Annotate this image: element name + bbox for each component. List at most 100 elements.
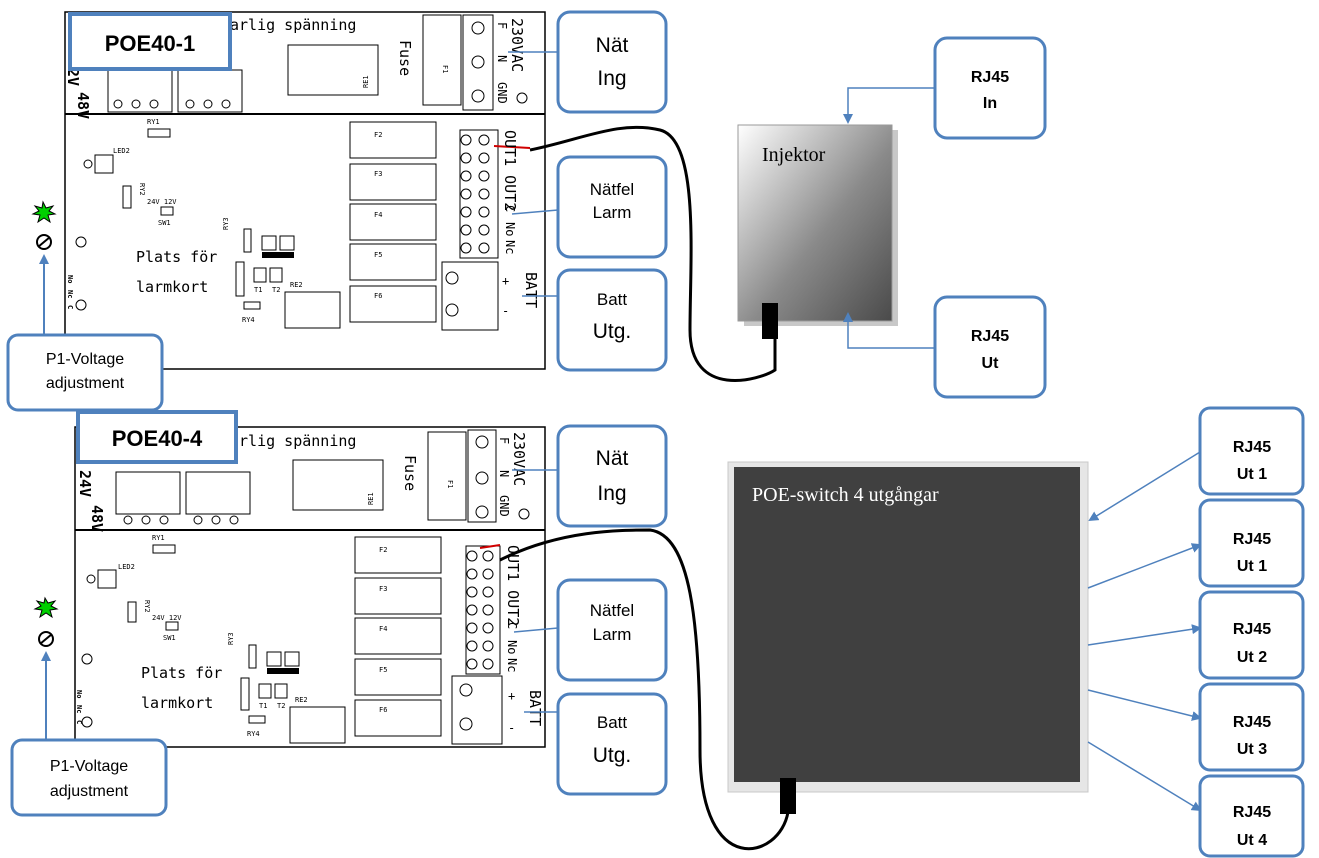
svg-text:T2: T2 bbox=[277, 702, 285, 710]
svg-text:Nc: Nc bbox=[505, 658, 519, 672]
svg-text:+: + bbox=[502, 274, 509, 288]
svg-text:P1-Voltage: P1-Voltage bbox=[46, 351, 124, 368]
arrow-rj45-ut2 bbox=[1087, 624, 1202, 646]
svg-text:F: F bbox=[497, 437, 511, 444]
svg-text:Nc: Nc bbox=[503, 240, 517, 254]
svg-text:arlig spänning: arlig spänning bbox=[230, 432, 356, 450]
svg-text:F1: F1 bbox=[446, 480, 454, 488]
svg-text:T2: T2 bbox=[272, 286, 280, 294]
svg-text:24V 12V: 24V 12V bbox=[152, 614, 182, 622]
svg-text:RE2: RE2 bbox=[295, 696, 308, 704]
svg-text:F6: F6 bbox=[374, 292, 382, 300]
svg-text:RJ45: RJ45 bbox=[1233, 531, 1271, 548]
pcb-board-2: arlig spänning RE1 F1 Fuse 230VAC F N GN… bbox=[74, 426, 546, 748]
callout-rj45-ut1a: RJ45 Ut 1 bbox=[1198, 406, 1305, 496]
poe-switch-label: POE-switch 4 utgångar bbox=[752, 484, 939, 506]
svg-text:SW1: SW1 bbox=[158, 219, 171, 227]
svg-text:24V 12V: 24V 12V bbox=[147, 198, 177, 206]
svg-text:No: No bbox=[66, 275, 74, 283]
model-label-2: POE40-4 bbox=[112, 426, 203, 451]
callout-rj45-ut3: RJ45 Ut 3 bbox=[1198, 682, 1305, 772]
svg-text:2V: 2V bbox=[64, 68, 82, 86]
callout-p1-voltage-2: P1-Voltage adjustment bbox=[10, 738, 168, 817]
svg-text:Nätfel: Nätfel bbox=[590, 601, 634, 620]
svg-text:RE1: RE1 bbox=[367, 492, 375, 505]
pcb-board-1: arlig spänning RE1 F1 Fuse 230VAC F N GN… bbox=[64, 11, 546, 370]
callout-rj45-ut4: RJ45 Ut 4 bbox=[1198, 774, 1305, 858]
arrow-natfel-1 bbox=[511, 209, 559, 215]
svg-text:Ut 3: Ut 3 bbox=[1237, 741, 1267, 758]
rj45-plug-icon bbox=[780, 778, 796, 814]
svg-text:RY4: RY4 bbox=[247, 730, 260, 738]
svg-text:F3: F3 bbox=[374, 170, 382, 178]
svg-text:Batt: Batt bbox=[597, 290, 628, 309]
svg-text:F5: F5 bbox=[379, 666, 387, 674]
svg-text:-: - bbox=[508, 721, 515, 735]
injector-device: Injektor bbox=[737, 124, 898, 339]
callout-batt-1: Batt Utg. bbox=[556, 268, 668, 372]
arrow-rj45-ut bbox=[843, 312, 935, 349]
svg-text:RY2: RY2 bbox=[138, 183, 146, 196]
svg-text:Nc: Nc bbox=[75, 705, 83, 713]
svg-text:48V: 48V bbox=[74, 92, 92, 119]
svg-text:C: C bbox=[505, 622, 519, 629]
svg-text:RJ45: RJ45 bbox=[1233, 714, 1271, 731]
svg-text:Ut: Ut bbox=[982, 355, 1000, 372]
callout-rj45-ut2: RJ45 Ut 2 bbox=[1198, 590, 1305, 680]
svg-text:Ut 2: Ut 2 bbox=[1237, 649, 1267, 666]
svg-text:RY3: RY3 bbox=[227, 632, 235, 645]
svg-text:F1: F1 bbox=[441, 65, 449, 73]
model-label-box-2 bbox=[76, 410, 238, 464]
arrow-rj45-ut4 bbox=[1087, 741, 1202, 812]
svg-text:BATT: BATT bbox=[522, 272, 540, 308]
svg-text:Ing: Ing bbox=[597, 67, 626, 90]
rj45-plug-icon bbox=[762, 303, 778, 339]
svg-text:RJ45: RJ45 bbox=[1233, 621, 1271, 638]
svg-text:LED2: LED2 bbox=[118, 563, 135, 571]
svg-text:F2: F2 bbox=[374, 131, 382, 139]
svg-text:RY4: RY4 bbox=[242, 316, 255, 324]
fuse-label: Fuse bbox=[396, 40, 414, 76]
svg-text:Larm: Larm bbox=[593, 625, 632, 644]
svg-text:RE1: RE1 bbox=[362, 75, 370, 88]
svg-text:adjustment: adjustment bbox=[46, 375, 125, 392]
svg-text:F: F bbox=[495, 22, 509, 29]
callout-rj45-ut: RJ45 Ut bbox=[933, 295, 1047, 399]
poe-switch-device: POE-switch 4 utgångar bbox=[727, 461, 1089, 814]
svg-text:RJ45: RJ45 bbox=[971, 69, 1009, 86]
arrow-rj45-ut1b bbox=[1087, 543, 1202, 589]
svg-text:Utg.: Utg. bbox=[593, 320, 632, 343]
injector-label: Injektor bbox=[762, 144, 826, 166]
svg-text:RY1: RY1 bbox=[152, 534, 165, 542]
potentiometer-icon-2 bbox=[38, 631, 54, 647]
potentiometer-icon-1 bbox=[36, 234, 52, 250]
cable-1 bbox=[529, 125, 777, 382]
model-label-1: POE40-1 bbox=[105, 31, 196, 56]
arrow-rj45-ut1a bbox=[1088, 451, 1201, 522]
svg-text:F4: F4 bbox=[379, 625, 387, 633]
svg-text:Ut 4: Ut 4 bbox=[1237, 832, 1267, 849]
callout-natt-ing-1: Nät Ing bbox=[556, 10, 668, 114]
callout-p1-voltage-1: P1-Voltage adjustment bbox=[6, 333, 164, 412]
svg-text:F2: F2 bbox=[379, 546, 387, 554]
led-indicator-icon-2 bbox=[33, 596, 59, 619]
svg-text:OUT1 OUT2: OUT1 OUT2 bbox=[501, 130, 519, 211]
svg-text:Fuse: Fuse bbox=[401, 455, 419, 491]
svg-text:Batt: Batt bbox=[597, 713, 628, 732]
svg-text:T1: T1 bbox=[254, 286, 262, 294]
svg-text:adjustment: adjustment bbox=[50, 783, 129, 800]
callout-rj45-ut1b: RJ45 Ut 1 bbox=[1198, 498, 1305, 588]
svg-text:Nätfel: Nätfel bbox=[590, 180, 634, 199]
svg-text:Utg.: Utg. bbox=[593, 744, 632, 767]
arrow-rj45-ut3 bbox=[1087, 689, 1202, 721]
svg-text:In: In bbox=[983, 95, 997, 112]
svg-text:No: No bbox=[75, 690, 83, 698]
callout-natfel-2: Nätfel Larm bbox=[556, 578, 668, 682]
callout-rj45-in: RJ45 In bbox=[933, 36, 1047, 140]
svg-text:Nät: Nät bbox=[596, 34, 629, 57]
arrow-natfel-2 bbox=[513, 627, 559, 633]
svg-text:Nc: Nc bbox=[66, 290, 74, 298]
svg-text:No: No bbox=[505, 640, 519, 654]
relay-re1 bbox=[287, 44, 379, 96]
